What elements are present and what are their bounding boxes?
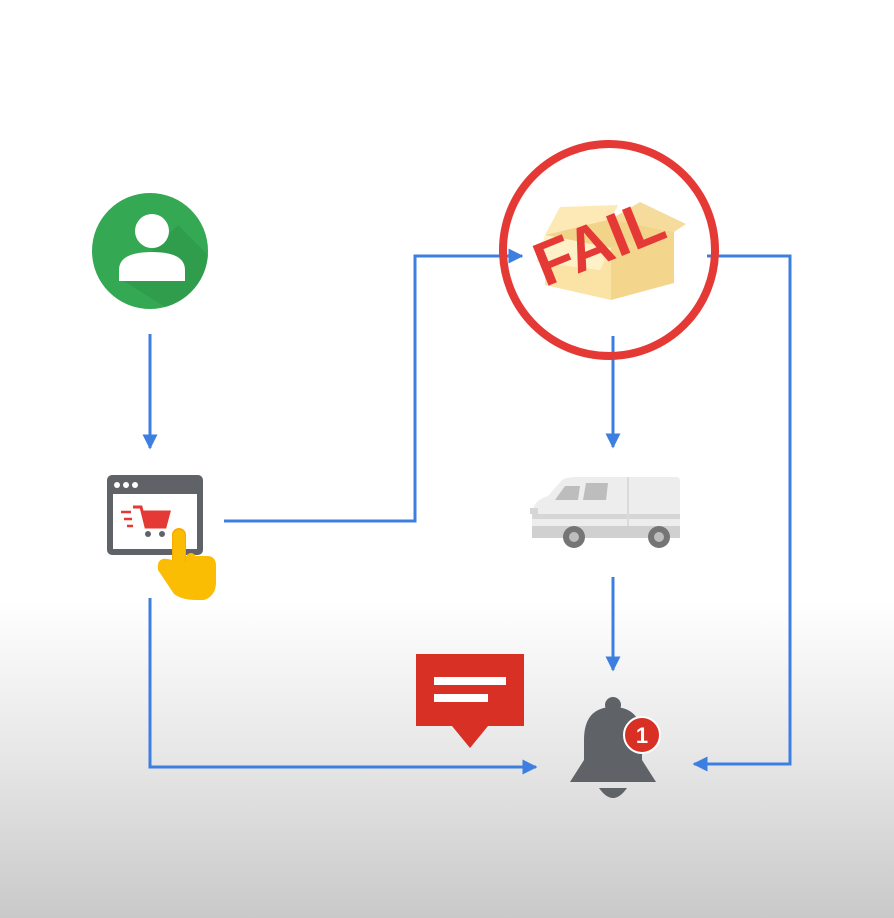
- fail-ring: [499, 140, 719, 360]
- arrow-shop-to-bell: [148, 598, 538, 775]
- cart-icon: [121, 505, 171, 537]
- pointer-hand-icon: [157, 528, 216, 600]
- delivery-van-icon: [530, 477, 680, 548]
- user-icon: [92, 193, 208, 309]
- shopping-cart-browser-icon: [107, 475, 203, 555]
- box-icon: [536, 202, 686, 300]
- arrow-box-to-bell-right: [692, 254, 792, 772]
- arrow-shop-to-box: [224, 248, 524, 523]
- notification-badge: 1: [623, 716, 661, 754]
- message-icon: [416, 654, 524, 748]
- notification-count: 1: [636, 723, 648, 748]
